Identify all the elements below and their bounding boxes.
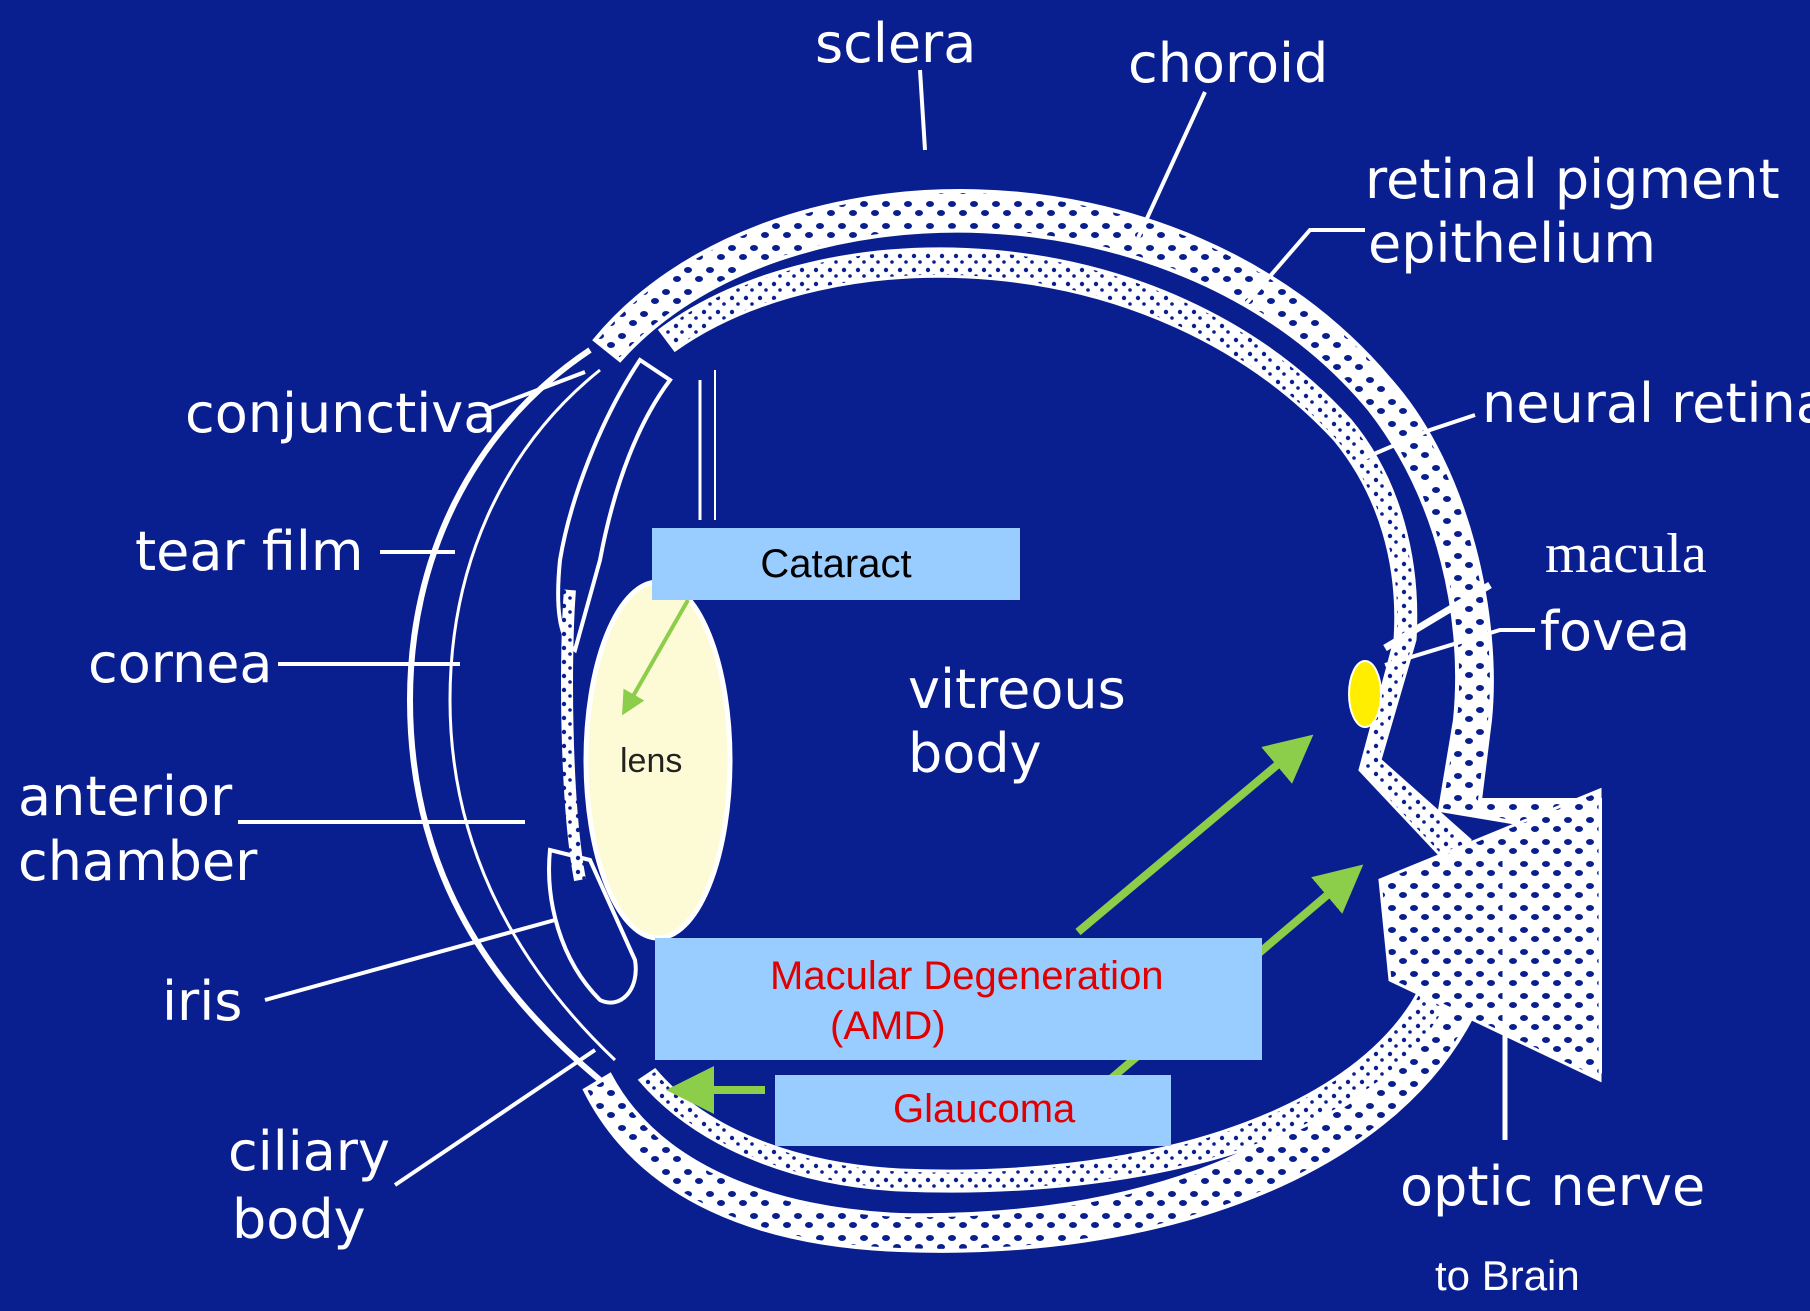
label-rpe-line2: epithelium <box>1368 212 1656 275</box>
label-sclera: sclera <box>815 12 976 75</box>
label-neural-retina: neural retina <box>1482 372 1810 435</box>
amd-label-line2: (AMD) <box>830 1004 946 1049</box>
label-rpe-line1: retinal pigment <box>1365 148 1780 211</box>
leader-sclera <box>920 70 925 150</box>
cataract-box: Cataract <box>652 528 1020 600</box>
label-vitreous-line2: body <box>908 722 1042 785</box>
label-cornea: cornea <box>88 632 273 695</box>
label-anterior-chamber-line1: anterior <box>18 765 233 828</box>
label-macula: macula <box>1545 523 1707 585</box>
glaucoma-label: Glaucoma <box>893 1087 1075 1132</box>
cornea-shape <box>410 350 615 1080</box>
arrow-amd <box>1078 750 1295 932</box>
lens-label: lens <box>620 742 682 781</box>
label-ciliary-body-line1: ciliary <box>228 1120 390 1183</box>
label-iris: iris <box>162 970 242 1033</box>
leader-conjunctiva <box>485 372 585 410</box>
amd-label-line1: Macular Degeneration <box>770 954 1164 999</box>
label-ciliary-body-line2: body <box>232 1188 366 1251</box>
label-anterior-chamber-line2: chamber <box>18 830 258 893</box>
label-optic-nerve: optic nerve <box>1400 1155 1705 1218</box>
glaucoma-box: Glaucoma <box>775 1075 1171 1146</box>
label-choroid: choroid <box>1128 32 1328 95</box>
label-fovea: fovea <box>1540 600 1690 663</box>
cataract-label: Cataract <box>760 542 911 587</box>
leader-ciliary-body <box>395 1050 595 1185</box>
label-tear-film: tear film <box>135 520 363 583</box>
label-to-brain: to Brain <box>1435 1252 1580 1299</box>
amd-box: Macular Degeneration (AMD) <box>655 938 1262 1060</box>
leader-choroid <box>1138 92 1205 238</box>
label-vitreous-line1: vitreous <box>908 658 1126 721</box>
macula-marker <box>1349 661 1381 727</box>
label-conjunctiva: conjunctiva <box>185 382 496 445</box>
